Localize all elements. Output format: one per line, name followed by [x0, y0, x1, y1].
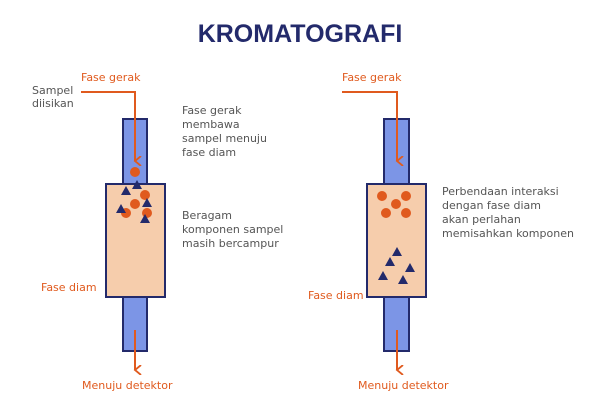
particle-circle — [142, 208, 152, 218]
particle-triangle — [385, 257, 395, 266]
particle-triangle — [405, 263, 415, 272]
mobile-phase-label: Fase gerak — [342, 71, 402, 84]
mobile-phase-label: Fase gerak — [81, 71, 141, 84]
note-text: komponen sampel — [182, 223, 283, 236]
note-text: Perbendaan interaksi — [442, 185, 559, 198]
particle-circle — [130, 167, 140, 177]
inlet-arrow — [342, 91, 397, 161]
mixed-particles-triangles — [116, 180, 152, 223]
particle-circle — [391, 199, 401, 209]
particle-triangle — [142, 198, 152, 207]
particle-circle — [401, 191, 411, 201]
note-text: akan perlahan — [442, 213, 521, 226]
note-text: dengan fase diam — [442, 199, 541, 212]
left-column: Fase gerak Sampel diisikan Fase gerak me… — [32, 71, 283, 392]
detector-label: Menuju detektor — [82, 379, 173, 392]
particle-circle — [130, 199, 140, 209]
stationary-phase-label: Fase diam — [308, 289, 364, 302]
sample-label: diisikan — [32, 97, 74, 110]
note-text: fase diam — [182, 146, 236, 159]
page-title: KROMATOGRAFI — [198, 20, 403, 48]
particle-triangle — [378, 271, 388, 280]
particle-triangle — [132, 180, 142, 189]
particle-triangle — [140, 214, 150, 223]
particle-circle — [140, 190, 150, 200]
particle-triangle — [121, 186, 131, 195]
note-text: membawa — [182, 118, 240, 131]
note-text: sampel menuju — [182, 132, 267, 145]
particle-circle — [381, 208, 391, 218]
particle-triangle — [392, 247, 402, 256]
separated-circles — [377, 191, 411, 218]
stationary-phase-label: Fase diam — [41, 281, 97, 294]
particle-triangle — [398, 275, 408, 284]
detector-label: Menuju detektor — [358, 379, 449, 392]
note-text: memisahkan komponen — [442, 227, 574, 240]
inlet-arrow — [81, 91, 135, 161]
note-text: masih bercampur — [182, 237, 279, 250]
note-text: Fase gerak — [182, 104, 242, 117]
sample-label: Sampel — [32, 84, 73, 97]
particle-circle — [377, 191, 387, 201]
note-text: Beragam — [182, 209, 232, 222]
particle-triangle — [116, 204, 126, 213]
particle-circle — [401, 208, 411, 218]
separated-triangles — [378, 247, 415, 284]
right-column: Fase gerak Perbendaan interaksi dengan f… — [308, 71, 574, 392]
